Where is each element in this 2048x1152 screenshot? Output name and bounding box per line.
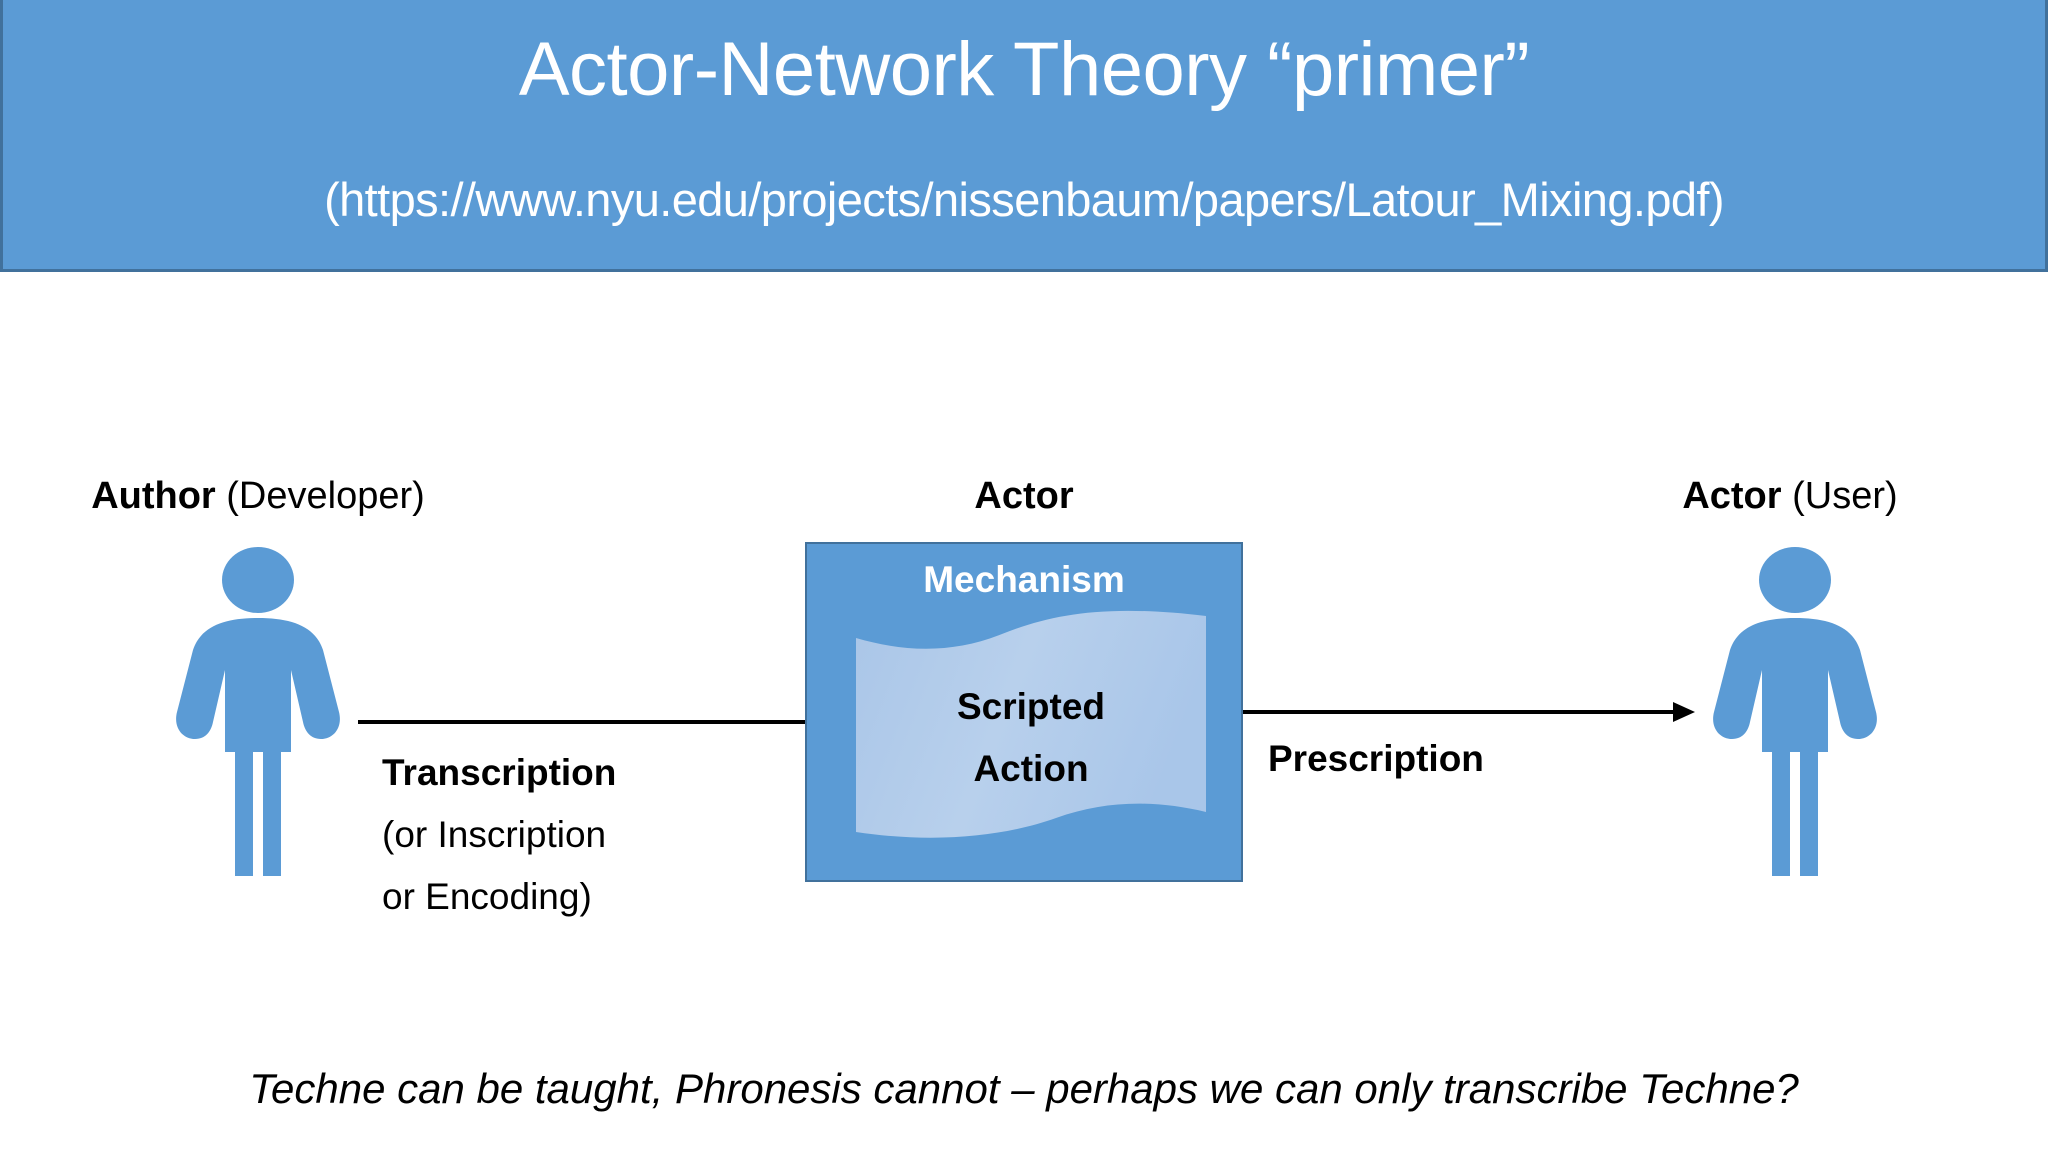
user-label-bold: Actor — [1682, 475, 1782, 517]
author-person-icon — [163, 546, 353, 876]
author-node-label: Author (Developer) — [0, 474, 516, 518]
transcription-arrow — [358, 710, 863, 734]
title-banner: Actor-Network Theory “primer” (https://w… — [0, 0, 2048, 272]
wave-shape — [856, 600, 1206, 855]
scripted-action-line2: Action — [973, 748, 1089, 789]
source-url-text: (https://www.nyu.edu/projects/nissenbaum… — [324, 173, 1724, 226]
mechanism-label: Mechanism — [923, 559, 1125, 600]
actor-box-caption: Actor — [805, 474, 1243, 518]
transcription-label-line2: (or Inscription — [382, 814, 607, 855]
prescription-label: Prescription — [1268, 728, 1484, 790]
prescription-label-line1: Prescription — [1268, 738, 1484, 779]
prescription-arrow — [1243, 700, 1695, 724]
author-label-regular: (Developer) — [215, 475, 425, 517]
transcription-label: Transcription (or Inscription or Encodin… — [382, 742, 616, 928]
actor-caption-text: Actor — [974, 475, 1074, 517]
scripted-action-label: Scripted Action — [856, 676, 1206, 800]
transcription-label-line1: Transcription — [382, 752, 617, 793]
author-label-bold: Author — [91, 475, 216, 517]
user-person-icon — [1700, 546, 1890, 876]
user-label-regular: (User) — [1781, 475, 1898, 517]
transcription-label-line3: or Encoding) — [382, 876, 592, 917]
page-title: Actor-Network Theory “primer” — [518, 27, 1530, 112]
scripted-action-line1: Scripted — [956, 686, 1106, 727]
user-node-label: Actor (User) — [1532, 474, 2048, 518]
footer-caption: Techne can be taught, Phronesis cannot –… — [249, 1065, 1799, 1112]
